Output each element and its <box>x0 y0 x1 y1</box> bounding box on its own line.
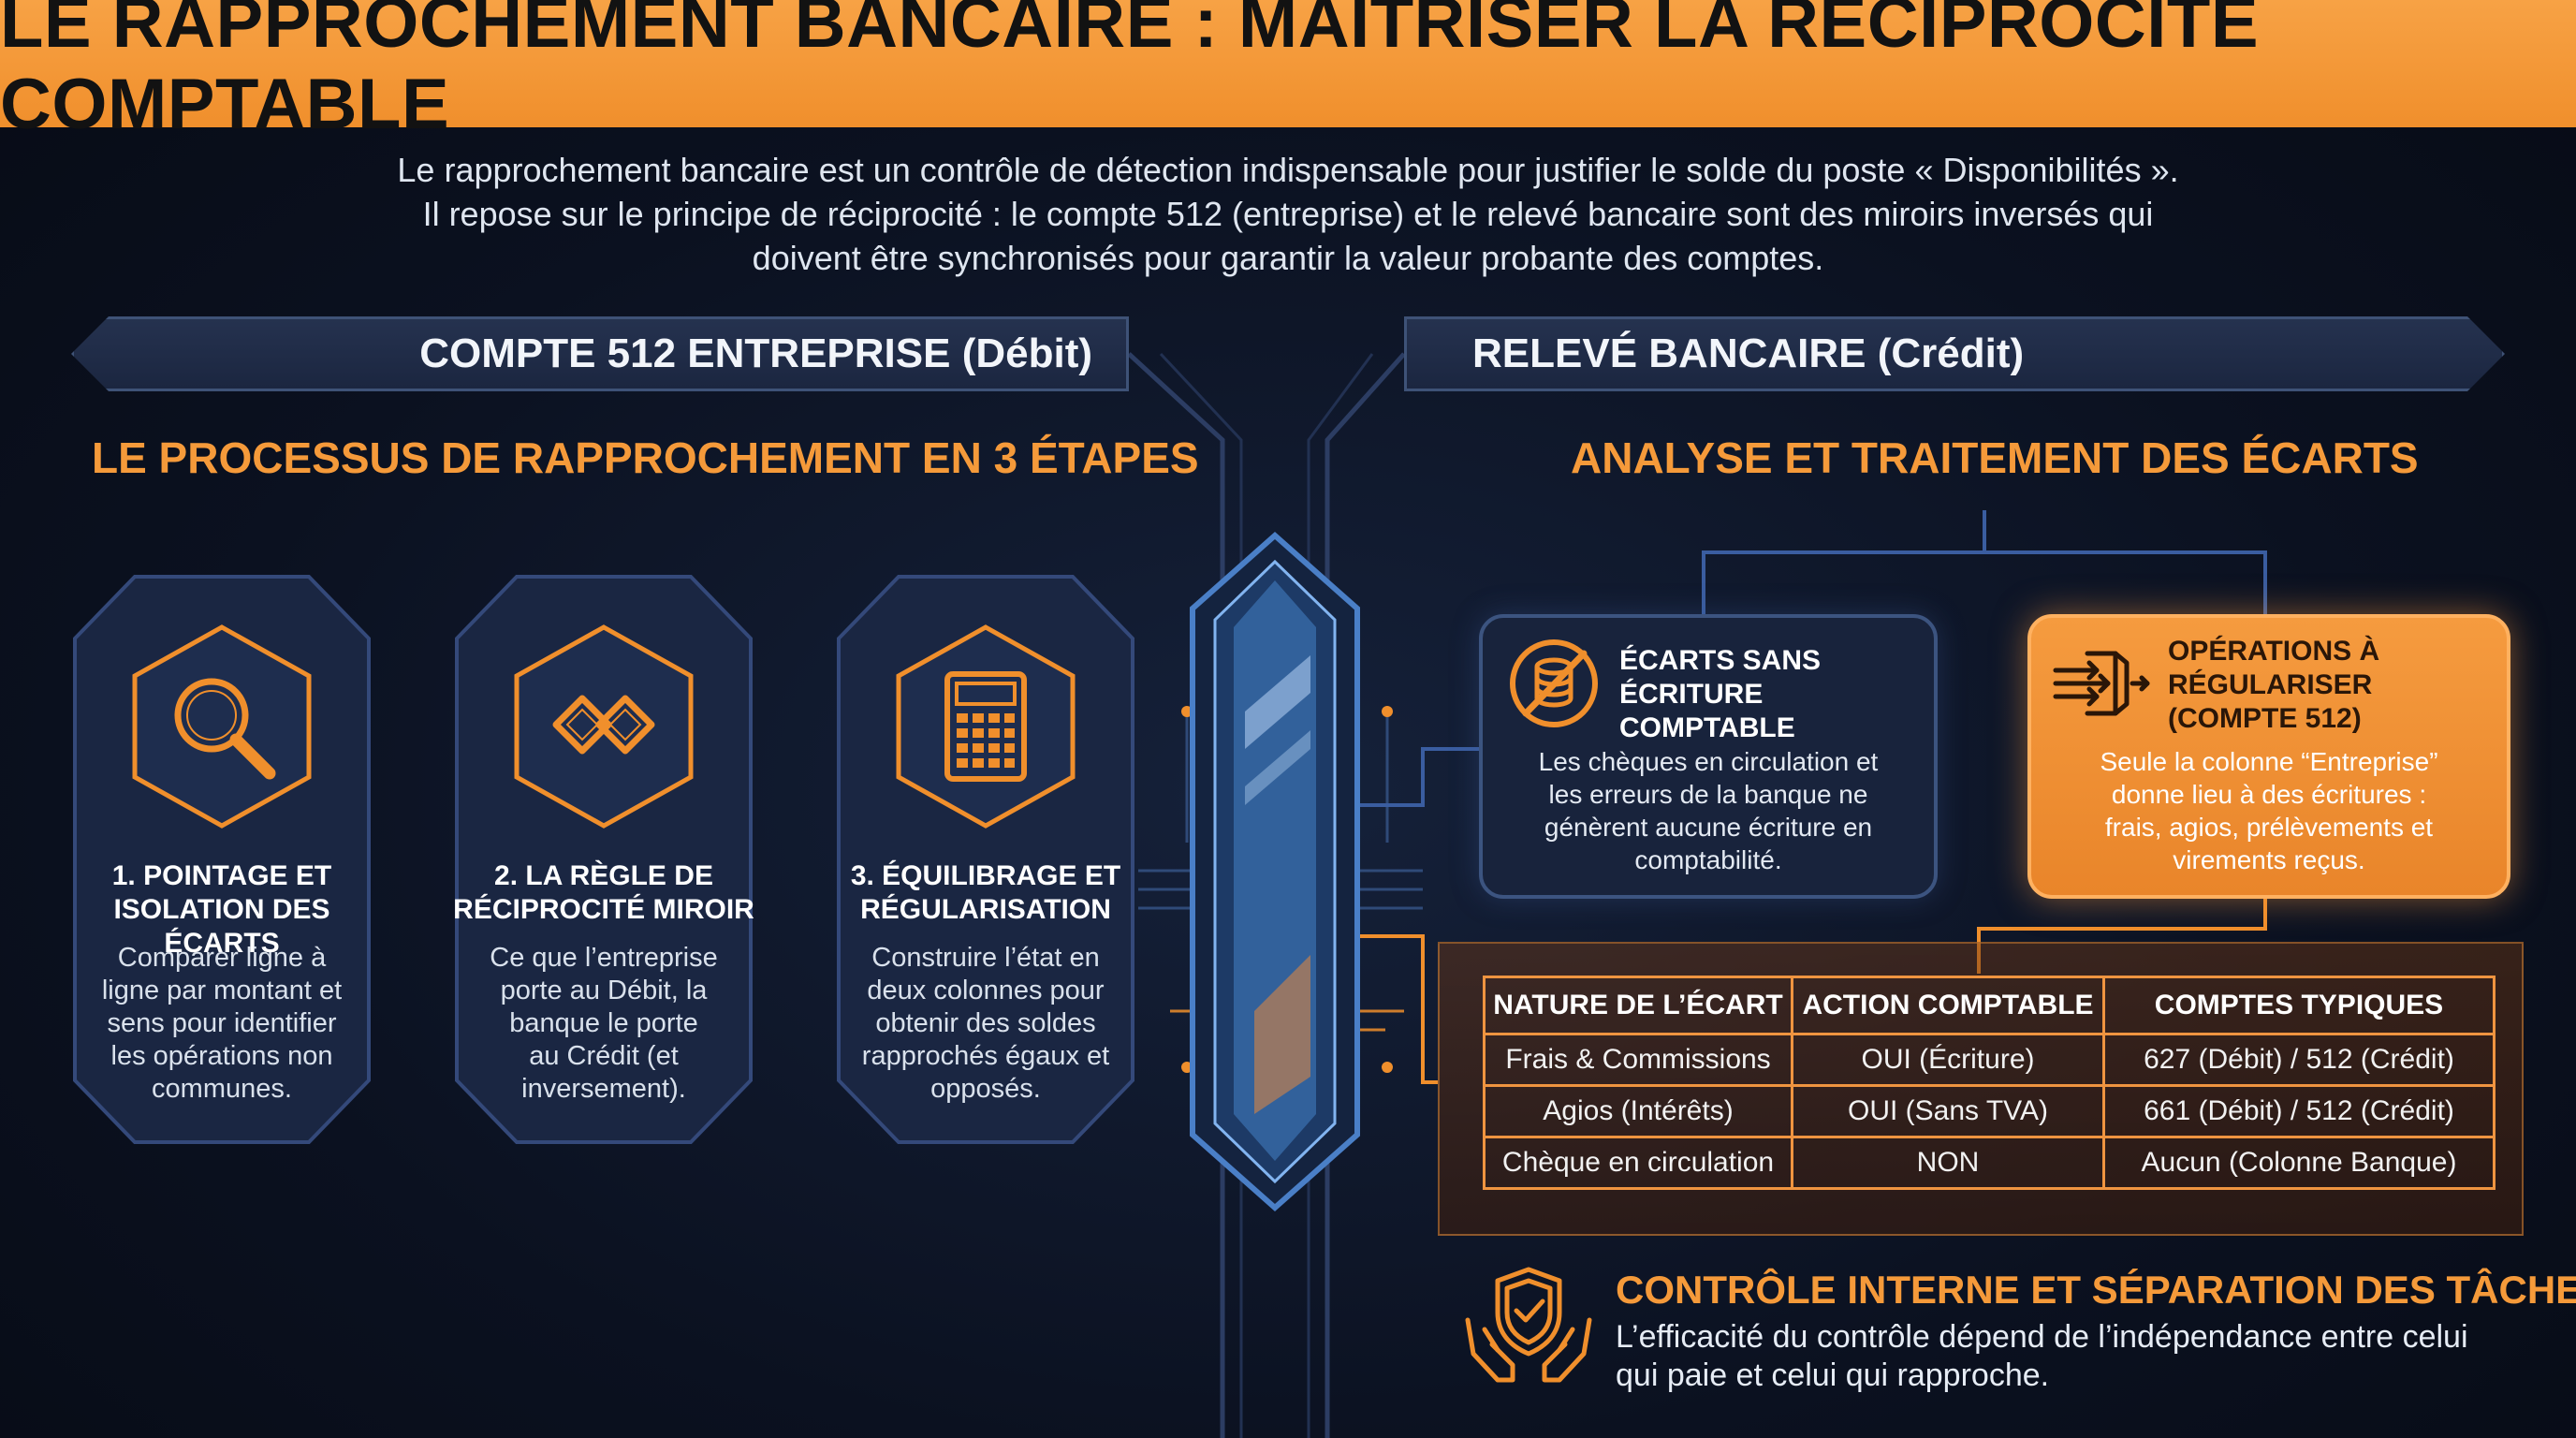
gap-box-no-entry-title: ÉCARTS SANS ÉCRITURE COMPTABLE <box>1619 644 1934 745</box>
table-header-row: NATURE DE L’ÉCART ACTION COMPTABLE COMPT… <box>1483 976 2496 1035</box>
gap-box-to-regularize-title-line-2: RÉGULARISER <box>2168 669 2373 700</box>
step-3-text-line: opposés. <box>930 1074 1041 1104</box>
step-card-pointage: 1. POINTAGE ET ISOLATION DES ÉCARTS Comp… <box>71 573 373 1146</box>
table-cell: Frais & Commissions <box>1483 1033 1793 1087</box>
process-section-title: LE PROCESSUS DE RAPPROCHEMENT EN 3 ÉTAPE… <box>92 433 1199 482</box>
gap-box-to-regularize: OPÉRATIONS À RÉGULARISER (COMPTE 512) Se… <box>2027 614 2510 899</box>
banner-left-label: COMPTE 512 ENTREPRISE (Débit) <box>419 330 1092 376</box>
gaps-table-panel: NATURE DE L’ÉCART ACTION COMPTABLE COMPT… <box>1438 942 2524 1236</box>
shield-hands-icon <box>1465 1267 1592 1383</box>
gap-box-no-entry-text-line: les erreurs de la banque ne <box>1548 780 1868 809</box>
step-2-text-line: au Crédit (et <box>529 1041 679 1071</box>
step-2-title-line-2: RÉCIPROCITÉ MIROIR <box>453 894 754 925</box>
control-text-line-2: qui paie et celui qui rapproche. <box>1616 1357 2050 1393</box>
intro-text: Le rapprochement bancaire est un contrôl… <box>243 148 2333 280</box>
step-2-text-line: inversement). <box>521 1074 686 1104</box>
step-3-text-line: deux colonnes pour <box>867 976 1105 1005</box>
step-2-text-line: Ce que l’entreprise <box>490 943 718 973</box>
step-1-text-line: ligne par montant et <box>101 976 343 1005</box>
step-2-title: 2. LA RÈGLE DE RÉCIPROCITÉ MIROIR <box>453 859 754 927</box>
gap-box-no-entry-title-line-1: ÉCARTS SANS <box>1619 645 1822 676</box>
control-text-line-1: L’efficacité du contrôle dépend de l’ind… <box>1616 1319 2468 1355</box>
gap-box-no-entry: ÉCARTS SANS ÉCRITURE COMPTABLE Les chèqu… <box>1479 614 1938 899</box>
gap-box-no-entry-title-line-2: ÉCRITURE COMPTABLE <box>1619 679 1795 743</box>
table-row: Agios (Intérêts) OUI (Sans TVA) 661 (Déb… <box>1483 1084 2496 1138</box>
intro-line-1: Le rapprochement bancaire est un contrôl… <box>397 151 2179 189</box>
step-1-text-line: les opérations non <box>110 1041 333 1071</box>
step-1-title: 1. POINTAGE ET ISOLATION DES ÉCARTS <box>71 859 373 961</box>
calculator-icon <box>896 624 1076 829</box>
control-title: CONTRÔLE INTERNE ET SÉPARATION DES TÂCHE… <box>1616 1268 2576 1312</box>
step-1-text-line: communes. <box>152 1074 292 1104</box>
step-3-text-line: Construire l’état en <box>871 943 1100 973</box>
table-header-cell: COMPTES TYPIQUES <box>2102 976 2496 1035</box>
table-row: Frais & Commissions OUI (Écriture) 627 (… <box>1483 1033 2496 1087</box>
gap-box-to-regularize-text-line: donne lieu à des écritures : <box>2111 780 2427 809</box>
no-database-icon <box>1510 639 1598 727</box>
gap-box-to-regularize-text-line: Seule la colonne “Entreprise” <box>2100 747 2438 776</box>
gap-box-no-entry-text: Les chèques en circulation et les erreur… <box>1492 745 1925 876</box>
gap-box-to-regularize-title: OPÉRATIONS À RÉGULARISER (COMPTE 512) <box>2168 635 2379 736</box>
gap-box-no-entry-text-line: génèrent aucune écriture en <box>1544 813 1873 842</box>
step-1-title-line-1: 1. POINTAGE ET <box>111 860 332 891</box>
gap-box-to-regularize-title-line-3: (COMPTE 512) <box>2168 703 2362 734</box>
page-title: LE RAPPROCHEMENT BANCAIRE : MAÎTRISER LA… <box>0 0 2260 144</box>
step-card-reciprocite: 2. LA RÈGLE DE RÉCIPROCITÉ MIROIR Ce que… <box>453 573 754 1146</box>
table-header-cell: ACTION COMPTABLE <box>1791 976 2105 1035</box>
table-cell: Aucun (Colonne Banque) <box>2102 1136 2496 1190</box>
gap-box-to-regularize-text-line: virements reçus. <box>2173 845 2365 874</box>
banner-right-label: RELEVÉ BANCAIRE (Crédit) <box>1472 330 2025 376</box>
gaps-table: NATURE DE L’ÉCART ACTION COMPTABLE COMPT… <box>1483 976 2496 1190</box>
intro-line-2: Il repose sur le principe de réciprocité… <box>422 195 2154 233</box>
table-cell: Chèque en circulation <box>1483 1136 1793 1190</box>
step-3-text-line: rapprochés égaux et <box>861 1041 1110 1071</box>
title-bar: LE RAPPROCHEMENT BANCAIRE : MAÎTRISER LA… <box>0 0 2576 144</box>
gaps-section-title: ANALYSE ET TRAITEMENT DES ÉCARTS <box>1571 433 2419 482</box>
table-cell: Agios (Intérêts) <box>1483 1084 1793 1138</box>
step-2-text-line: porte au Débit, la <box>500 976 708 1005</box>
table-cell: OUI (Sans TVA) <box>1791 1084 2105 1138</box>
chain-link-icon <box>514 624 694 829</box>
step-3-title-line-2: RÉGULARISATION <box>860 894 1111 925</box>
step-1-text-line: sens pour identifier <box>107 1008 337 1038</box>
magnifier-icon <box>132 624 312 829</box>
step-1-text: Comparer ligne à ligne par montant et se… <box>90 942 354 1106</box>
control-text: L’efficacité du contrôle dépend de l’ind… <box>1616 1318 2505 1395</box>
table-cell: 661 (Débit) / 512 (Crédit) <box>2102 1084 2496 1138</box>
step-3-title-line-1: 3. ÉQUILIBRAGE ET <box>850 860 1121 891</box>
intro-line-3: doivent être synchronisés pour garantir … <box>752 239 1824 277</box>
step-3-text-line: obtenir des soldes <box>875 1008 1096 1038</box>
gap-box-no-entry-text-line: Les chèques en circulation et <box>1538 747 1879 776</box>
step-2-text: Ce que l’entreprise porte au Débit, la b… <box>472 942 736 1106</box>
step-2-text-line: banque le porte <box>509 1008 698 1038</box>
table-row: Chèque en circulation NON Aucun (Colonne… <box>1483 1136 2496 1190</box>
step-1-text-line: Comparer ligne à <box>117 943 327 973</box>
step-2-title-line-1: 2. LA RÈGLE DE <box>494 860 713 891</box>
step-3-text: Construire l’état en deux colonnes pour … <box>854 942 1118 1106</box>
step-1-title-line-2: ISOLATION DES ÉCARTS <box>113 894 330 959</box>
table-header-cell: NATURE DE L’ÉCART <box>1483 976 1793 1035</box>
step-card-equilibrage: 3. ÉQUILIBRAGE ET RÉGULARISATION Constru… <box>835 573 1136 1146</box>
banner-releve-bancaire: RELEVÉ BANCAIRE (Crédit) <box>1404 316 2505 391</box>
table-cell: NON <box>1791 1136 2105 1190</box>
gap-box-to-regularize-text: Seule la colonne “Entreprise” donne lieu… <box>2041 745 2497 876</box>
import-arrow-icon <box>2053 651 2150 716</box>
gap-box-no-entry-text-line: comptabilité. <box>1634 845 1782 874</box>
table-cell: 627 (Débit) / 512 (Crédit) <box>2102 1033 2496 1087</box>
step-3-title: 3. ÉQUILIBRAGE ET RÉGULARISATION <box>835 859 1136 927</box>
banner-compte-512: COMPTE 512 ENTREPRISE (Débit) <box>71 316 1129 391</box>
gap-box-to-regularize-title-line-1: OPÉRATIONS À <box>2168 636 2380 667</box>
table-cell: OUI (Écriture) <box>1791 1033 2105 1087</box>
gap-box-to-regularize-text-line: frais, agios, prélèvements et <box>2104 813 2434 842</box>
